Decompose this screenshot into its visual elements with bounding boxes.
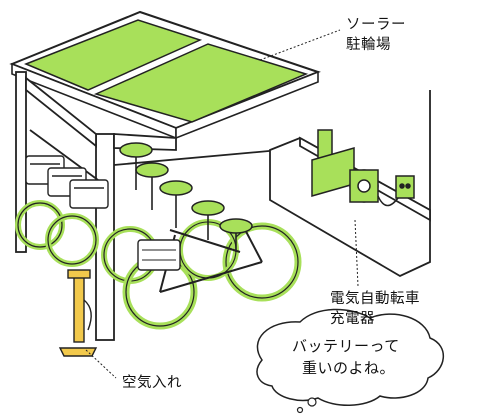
air-pump — [58, 269, 98, 357]
front-baskets-left — [25, 155, 109, 209]
pump-label: 空気入れ — [122, 375, 182, 391]
battery-charger — [311, 129, 415, 207]
front-basket — [137, 239, 181, 271]
bubble-text-line1: バッテリーって — [292, 337, 400, 355]
solar-panel-right — [93, 43, 309, 123]
solar-label-line1: ソーラー — [346, 17, 406, 33]
solar-roof — [9, 10, 321, 140]
bubble-text-line2: 重いのよね。 — [302, 359, 396, 377]
solar-panel-left — [24, 19, 203, 91]
speech-bubble — [256, 308, 445, 406]
bicycle-saddles — [119, 142, 253, 234]
charger-label-line2: 充電器 — [330, 311, 375, 327]
leader-lines — [85, 29, 359, 379]
wall-outlet — [395, 175, 415, 199]
front-bicycles — [119, 142, 302, 330]
charger-label-line1: 電気自動転車 — [330, 291, 420, 307]
solar-label-line2: 駐輪場 — [346, 37, 391, 53]
